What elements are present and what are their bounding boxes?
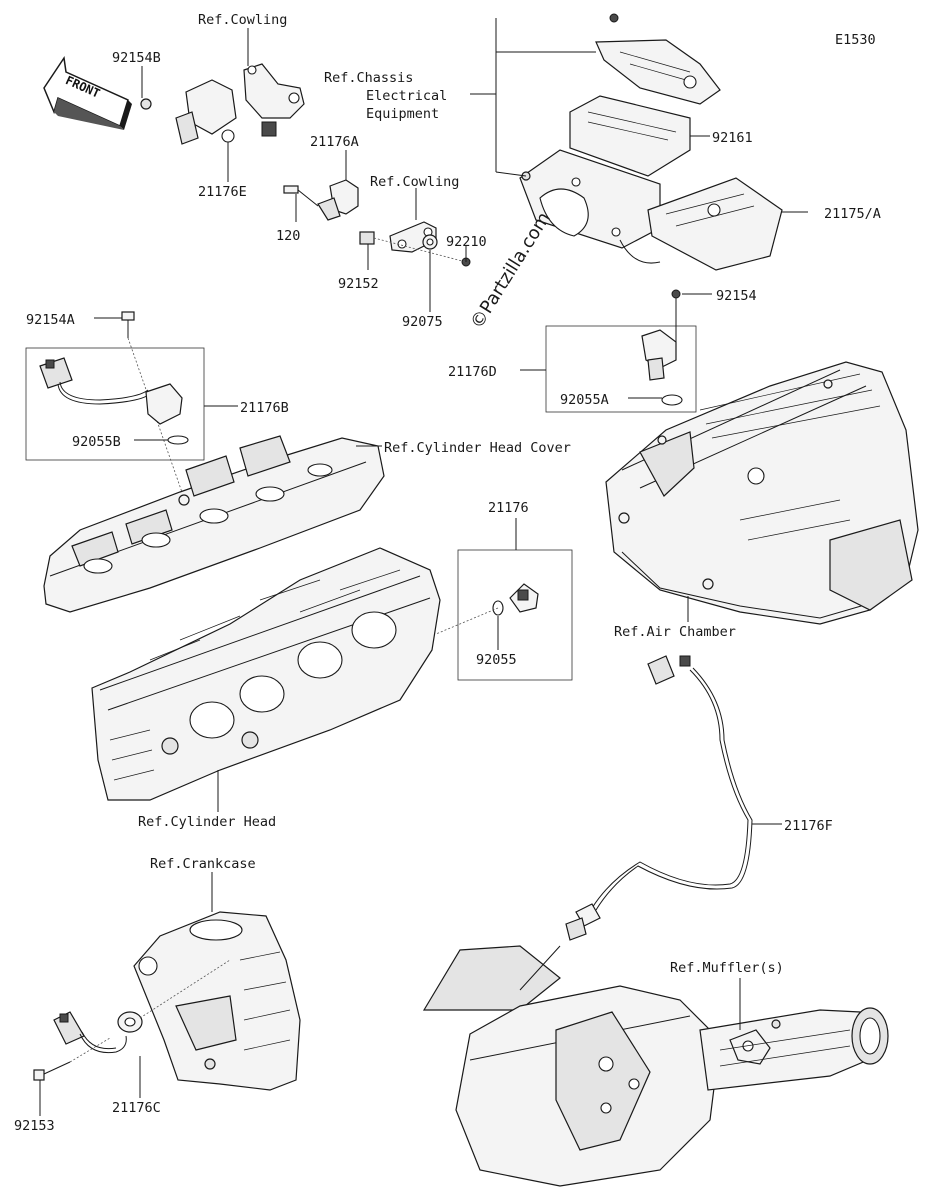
ref-chassis-line1: Ref.Chassis [324,70,413,86]
part-21176B-drawing [39,311,189,499]
air-chamber-drawing [605,361,919,625]
part-label-92055[interactable]: 92055 [476,652,517,668]
part-21176E-drawing [140,63,305,145]
part-21176-box [457,549,573,681]
part-label-92154B[interactable]: 92154B [112,50,161,66]
part-21176D-drawing [641,289,683,406]
part-label-21176D[interactable]: 21176D [448,364,497,380]
cylinder-head-drawing [91,547,441,801]
crankcase-drawing [133,911,301,1091]
part-21176C-drawing [33,959,231,1081]
ref-cowling-top: Ref.Cowling [198,12,287,28]
watermark: ©Partzilla.com [466,209,554,333]
part-label-92055B[interactable]: 92055B [72,434,121,450]
part-label-21176A[interactable]: 21176A [310,134,359,150]
part-label-92152[interactable]: 92152 [338,276,379,292]
part-21176-drawing [435,583,539,635]
part-21176A-drawing [283,179,471,267]
part-label-92210[interactable]: 92210 [446,234,487,250]
ref-chassis-line2: Electrical [366,88,447,104]
part-label-21176E[interactable]: 21176E [198,184,247,200]
ecu-bracket-drawing [519,13,783,271]
ref-cylinder-head: Ref.Cylinder Head [138,814,276,830]
part-label-92154[interactable]: 92154 [716,288,757,304]
ref-cylinder-head-cover: Ref.Cylinder Head Cover [384,440,571,456]
ref-air-chamber: Ref.Air Chamber [614,624,736,640]
part-label-120[interactable]: 120 [276,228,300,244]
part-label-92154A[interactable]: 92154A [26,312,75,328]
part-21176D-box [545,325,697,413]
diagram-code: E1530 [835,32,876,48]
part-label-21176F[interactable]: 21176F [784,818,833,834]
front-arrow-icon: FRONT [43,55,132,130]
part-label-92055A[interactable]: 92055A [560,392,609,408]
part-label-92161[interactable]: 92161 [712,130,753,146]
part-label-21176C[interactable]: 21176C [112,1100,161,1116]
part-label-21175A[interactable]: 21175/A [824,206,881,222]
part-label-92075[interactable]: 92075 [402,314,443,330]
muffler-drawing [422,945,889,1187]
part-label-21176B[interactable]: 21176B [240,400,289,416]
cylinder-head-cover-drawing [43,435,385,613]
part-21176F-drawing [565,655,753,941]
part-label-21176[interactable]: 21176 [488,500,529,516]
ref-chassis-line3: Equipment [366,106,439,122]
ref-mufflers: Ref.Muffler(s) [670,960,784,976]
ref-cowling-mid: Ref.Cowling [370,174,459,190]
part-21176B-box [25,347,205,461]
part-label-92153[interactable]: 92153 [14,1118,55,1134]
ref-crankcase: Ref.Crankcase [150,856,256,872]
